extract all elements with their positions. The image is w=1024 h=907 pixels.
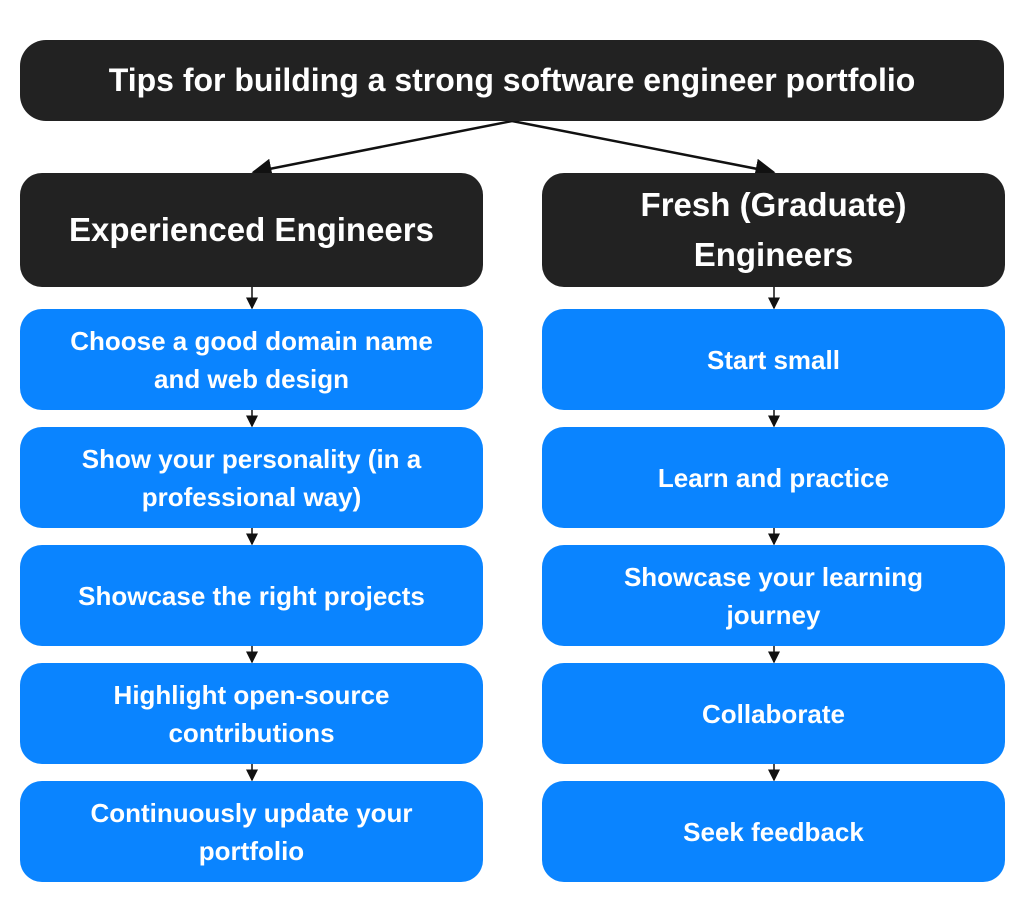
arrow-to-fresh [511, 119, 776, 179]
heading-experienced-engineers: Experienced Engineers [20, 173, 483, 287]
tip-box: Highlight open-source contributions [20, 663, 483, 764]
tip-box: Continuously update your portfolio [20, 781, 483, 882]
tip-box: Showcase your learning journey [542, 545, 1005, 646]
arrow-to-experienced [251, 119, 513, 179]
heading-fresh-engineers: Fresh (Graduate) Engineers [542, 173, 1005, 287]
tip-box: Collaborate [542, 663, 1005, 764]
diagram-title: Tips for building a strong software engi… [20, 40, 1004, 121]
tip-box: Start small [542, 309, 1005, 410]
tip-box: Showcase the right projects [20, 545, 483, 646]
tip-box: Show your personality (in a professional… [20, 427, 483, 528]
tip-box: Learn and practice [542, 427, 1005, 528]
tip-box: Choose a good domain name and web design [20, 309, 483, 410]
tip-box: Seek feedback [542, 781, 1005, 882]
